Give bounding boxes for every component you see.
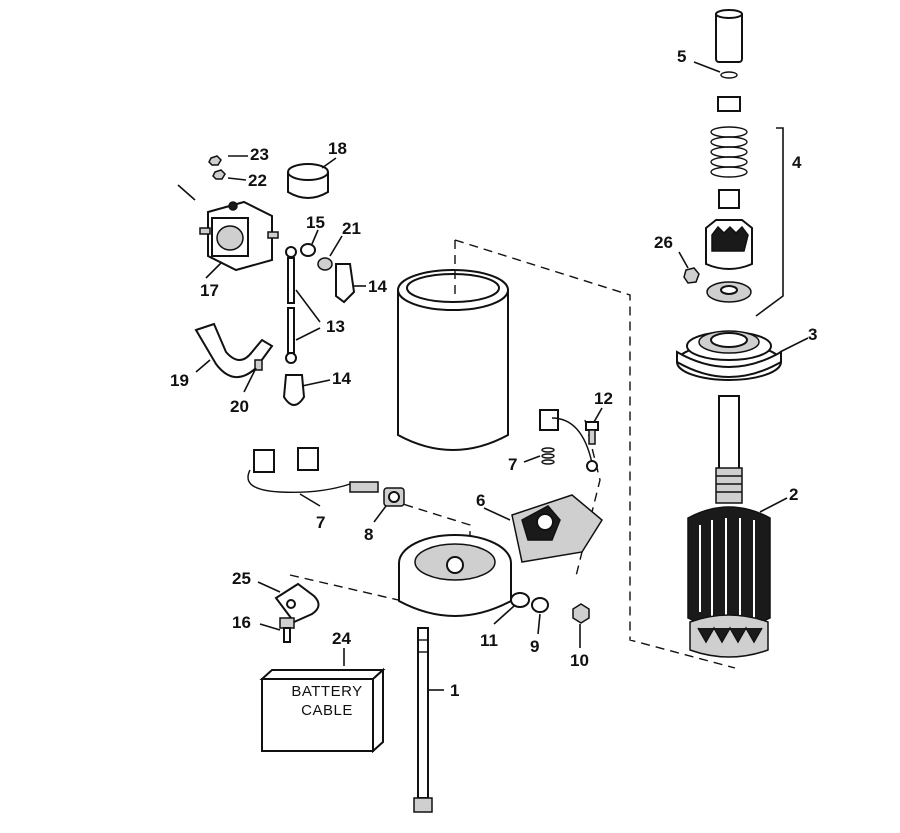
bracket-4	[755, 127, 784, 317]
callout-17: 17	[200, 281, 219, 300]
bolt-16	[279, 617, 295, 643]
brush-set-upper	[539, 409, 598, 472]
nut-10	[572, 603, 590, 624]
callout-21: 21	[342, 219, 361, 238]
callout-12: 12	[594, 389, 613, 408]
callout-labels: 5 4 26 3 2 23 22 18 15 21 14 17 13 14 19…	[170, 47, 817, 700]
nut-21	[317, 257, 333, 271]
bracket-19	[194, 322, 274, 378]
washer-9	[531, 597, 549, 613]
callout-1: 1	[450, 681, 459, 700]
callout-25: 25	[232, 569, 251, 588]
armature-part	[687, 395, 771, 658]
callout-16: 16	[232, 613, 251, 632]
callout-8: 8	[364, 525, 373, 544]
callout-11: 11	[480, 631, 498, 650]
solenoid-17	[199, 200, 279, 272]
boot-14-lower	[282, 374, 306, 406]
battery-cable-box: BATTERY CABLE	[259, 667, 386, 754]
thru-bolt-1	[413, 627, 433, 813]
battery-label-line2: CABLE	[301, 702, 353, 719]
leader-solenoid-wire	[177, 184, 196, 201]
callout-14-upper: 14	[368, 277, 387, 296]
callout-5: 5	[677, 47, 686, 66]
callout-13: 13	[326, 317, 345, 336]
boot-14-upper	[335, 263, 356, 304]
motor-frame-cylinder	[397, 240, 509, 451]
assembly-line-armature	[454, 239, 736, 669]
callout-10: 10	[570, 651, 589, 670]
washer-11	[510, 592, 530, 608]
callout-20: 20	[230, 397, 249, 416]
leader-lines	[195, 61, 809, 691]
nut-26	[683, 267, 700, 284]
callout-7-upper: 7	[508, 455, 517, 474]
callout-26: 26	[654, 233, 673, 252]
callout-15: 15	[306, 213, 325, 232]
cable-13	[285, 246, 297, 364]
callout-22: 22	[248, 171, 267, 190]
callout-7-lower: 7	[316, 513, 325, 532]
callout-23: 23	[250, 145, 269, 164]
callout-14-lower: 14	[332, 369, 351, 388]
end-cap-part	[676, 330, 782, 381]
brush-plate-part	[511, 494, 603, 563]
callout-9: 9	[530, 637, 539, 656]
screw-12	[585, 421, 599, 445]
callout-2: 2	[789, 485, 798, 504]
drive-spring-stack	[705, 96, 753, 303]
assembly-line-terminal	[389, 499, 471, 555]
callout-3: 3	[808, 325, 817, 344]
callout-4: 4	[792, 153, 802, 172]
callout-18: 18	[328, 139, 347, 158]
callout-19: 19	[170, 371, 189, 390]
callout-24: 24	[332, 629, 351, 648]
nut-22-23	[208, 155, 226, 180]
clamp-25	[274, 582, 320, 624]
boot-18	[287, 163, 329, 199]
drive-cap-part	[715, 9, 743, 79]
end-housing-part	[398, 534, 512, 617]
washer-15	[300, 243, 316, 257]
terminal-8	[383, 487, 405, 507]
brush-set-lower	[247, 447, 379, 493]
callout-6: 6	[476, 491, 485, 510]
battery-label-line1: BATTERY	[291, 683, 362, 700]
screw-20	[254, 359, 263, 371]
